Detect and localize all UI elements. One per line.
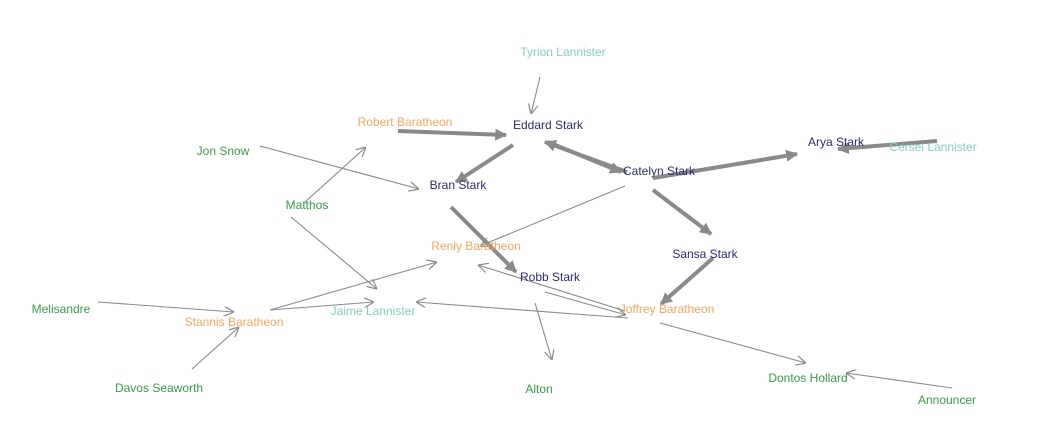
edge-stannis-to-renly [269,262,437,311]
edge-tyrion-to-eddard [531,76,541,114]
edge-catelyn-to-eddard [543,140,628,174]
edge-robb-to-joffrey [544,291,626,315]
node-label-robert: Robert Baratheon [358,115,453,129]
edge-eddard-to-bran [454,143,515,184]
node-label-announcer: Announcer [918,393,976,407]
edge-catelyn-to-arya [652,149,799,180]
node-label-matthos: Matthos [286,198,329,212]
node-label-davos: Davos Seaworth [115,381,203,395]
edge-robert-to-eddard [397,128,508,141]
node-label-eddard: Eddard Stark [513,118,584,132]
node-label-sansa: Sansa Stark [672,247,738,261]
edges-layer [97,76,953,389]
node-label-arya: Arya Stark [808,135,865,149]
node-label-bran: Bran Stark [430,178,488,192]
node-label-melisandre: Melisandre [32,302,91,316]
edge-joffrey-to-dontos [659,322,806,363]
node-label-dontos: Dontos Hollard [768,371,847,385]
edge-catelyn-to-renly [480,185,626,246]
edge-matthos-to-robert [304,147,366,203]
edge-sansa-to-joffrey [659,256,715,306]
edge-matthos-to-jaime [290,216,377,289]
node-label-alton: Alton [525,382,552,396]
node-label-catelyn: Catelyn Stark [623,164,696,178]
edge-announcer-to-dontos [846,373,953,389]
edge-catelyn-to-sansa [651,188,713,236]
edge-melisandre-to-stannis [97,301,234,312]
edge-davos-to-stannis [191,327,239,370]
node-label-renly: Renly Baratheon [431,239,520,253]
node-label-cersei: Cersei Lannister [889,140,976,154]
edge-joffrey-to-jaime [416,302,629,319]
edge-joffrey-to-renly [478,265,626,312]
node-label-stannis: Stannis Baratheon [185,315,284,329]
edge-cersei-to-arya [836,139,938,155]
node-label-tyrion: Tyrion Lannister [520,45,605,59]
edge-jon-to-bran [259,145,419,189]
node-label-robb: Robb Stark [520,270,581,284]
edge-stannis-to-jaime [269,302,374,311]
node-label-jon: Jon Snow [197,144,250,158]
node-label-jaime: Jaime Lannister [331,304,416,318]
node-label-joffrey: Joffrey Baratheon [620,302,715,316]
edge-robb-to-alton [534,302,552,360]
